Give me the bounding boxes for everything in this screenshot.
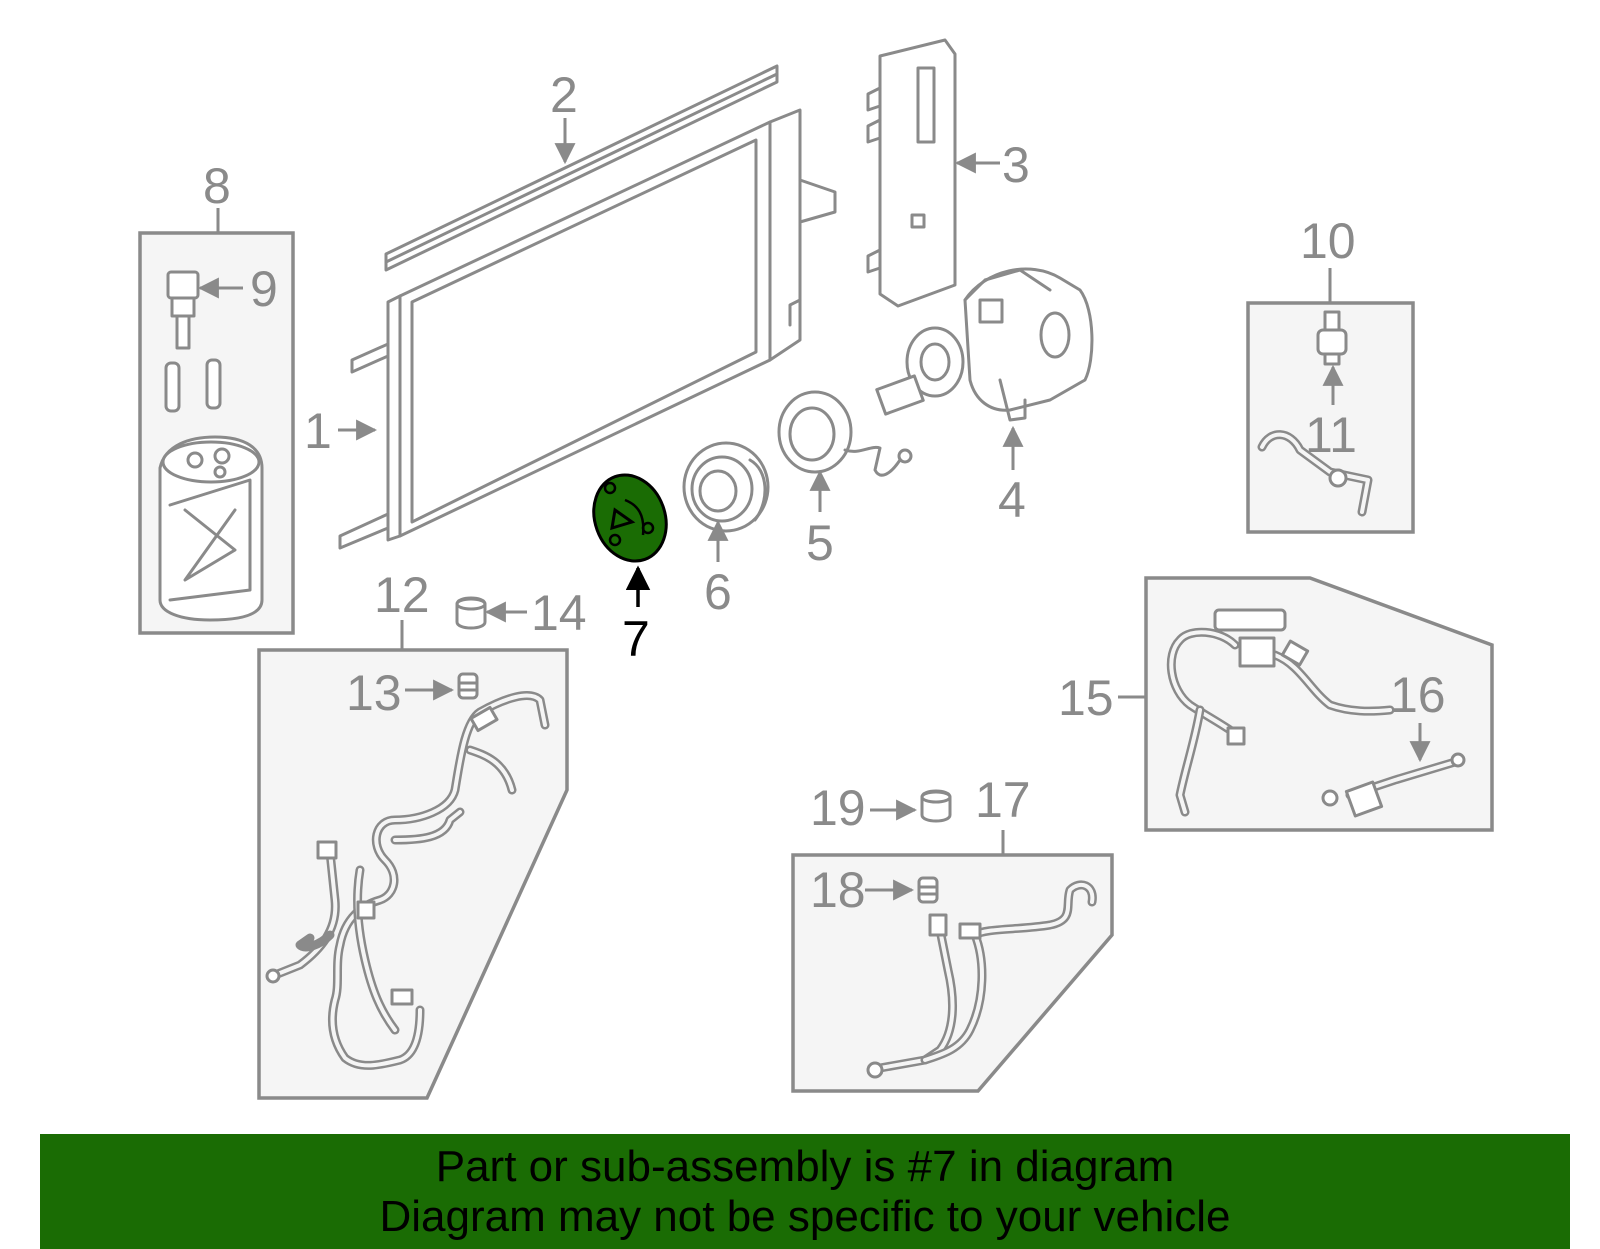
banner-line-2: Diagram may not be specific to your vehi… <box>379 1192 1231 1241</box>
pressure-switch-part-9[interactable] <box>166 270 200 350</box>
harness-part-16[interactable] <box>1321 752 1466 818</box>
panel-12 <box>257 648 569 1100</box>
callout-2: 2 <box>550 67 578 123</box>
hose-assembly-part-17[interactable] <box>866 880 1097 1079</box>
cap-part-19[interactable] <box>920 789 952 823</box>
compressor-part-4[interactable] <box>875 267 1094 422</box>
callout-8: 8 <box>203 158 231 214</box>
hose-assembly-part-12[interactable] <box>265 691 550 1070</box>
cap-part-14[interactable] <box>455 596 487 630</box>
info-banner: Part or sub-assembly is #7 in diagram Di… <box>40 1134 1570 1249</box>
sensor-lead-part-11[interactable] <box>1257 430 1373 517</box>
callout-6: 6 <box>704 564 732 620</box>
fitting-part-13[interactable] <box>457 672 479 700</box>
callout-18: 18 <box>810 862 866 918</box>
seal-strip-part-2[interactable] <box>384 64 779 272</box>
callout-16: 16 <box>1390 667 1446 723</box>
callout-17: 17 <box>975 772 1031 828</box>
condenser-part-1[interactable] <box>338 108 837 550</box>
callout-3: 3 <box>1002 137 1030 193</box>
callout-4: 4 <box>998 472 1026 528</box>
banner-line-1: Part or sub-assembly is #7 in diagram <box>435 1142 1175 1191</box>
callout-12: 12 <box>374 567 430 623</box>
hose-assembly-part-15[interactable] <box>1166 608 1395 817</box>
callout-14: 14 <box>531 585 587 641</box>
fitting-part-18[interactable] <box>917 876 939 904</box>
callout-1: 1 <box>304 403 332 459</box>
callout-15: 15 <box>1058 670 1114 726</box>
callout-19: 19 <box>810 780 866 836</box>
callout-7: 7 <box>622 611 650 667</box>
callout-10: 10 <box>1300 213 1356 269</box>
pulley-part-6[interactable] <box>682 441 770 533</box>
callout-5: 5 <box>806 515 834 571</box>
callout-13: 13 <box>346 665 402 721</box>
callout-11: 11 <box>1305 407 1357 463</box>
sensor-part-10[interactable] <box>1316 310 1348 366</box>
accumulator-part-8[interactable] <box>158 358 264 622</box>
callout-9: 9 <box>250 261 278 317</box>
side-bracket-part-3[interactable] <box>866 38 957 308</box>
clutch-hub-part-7[interactable] <box>582 465 678 572</box>
